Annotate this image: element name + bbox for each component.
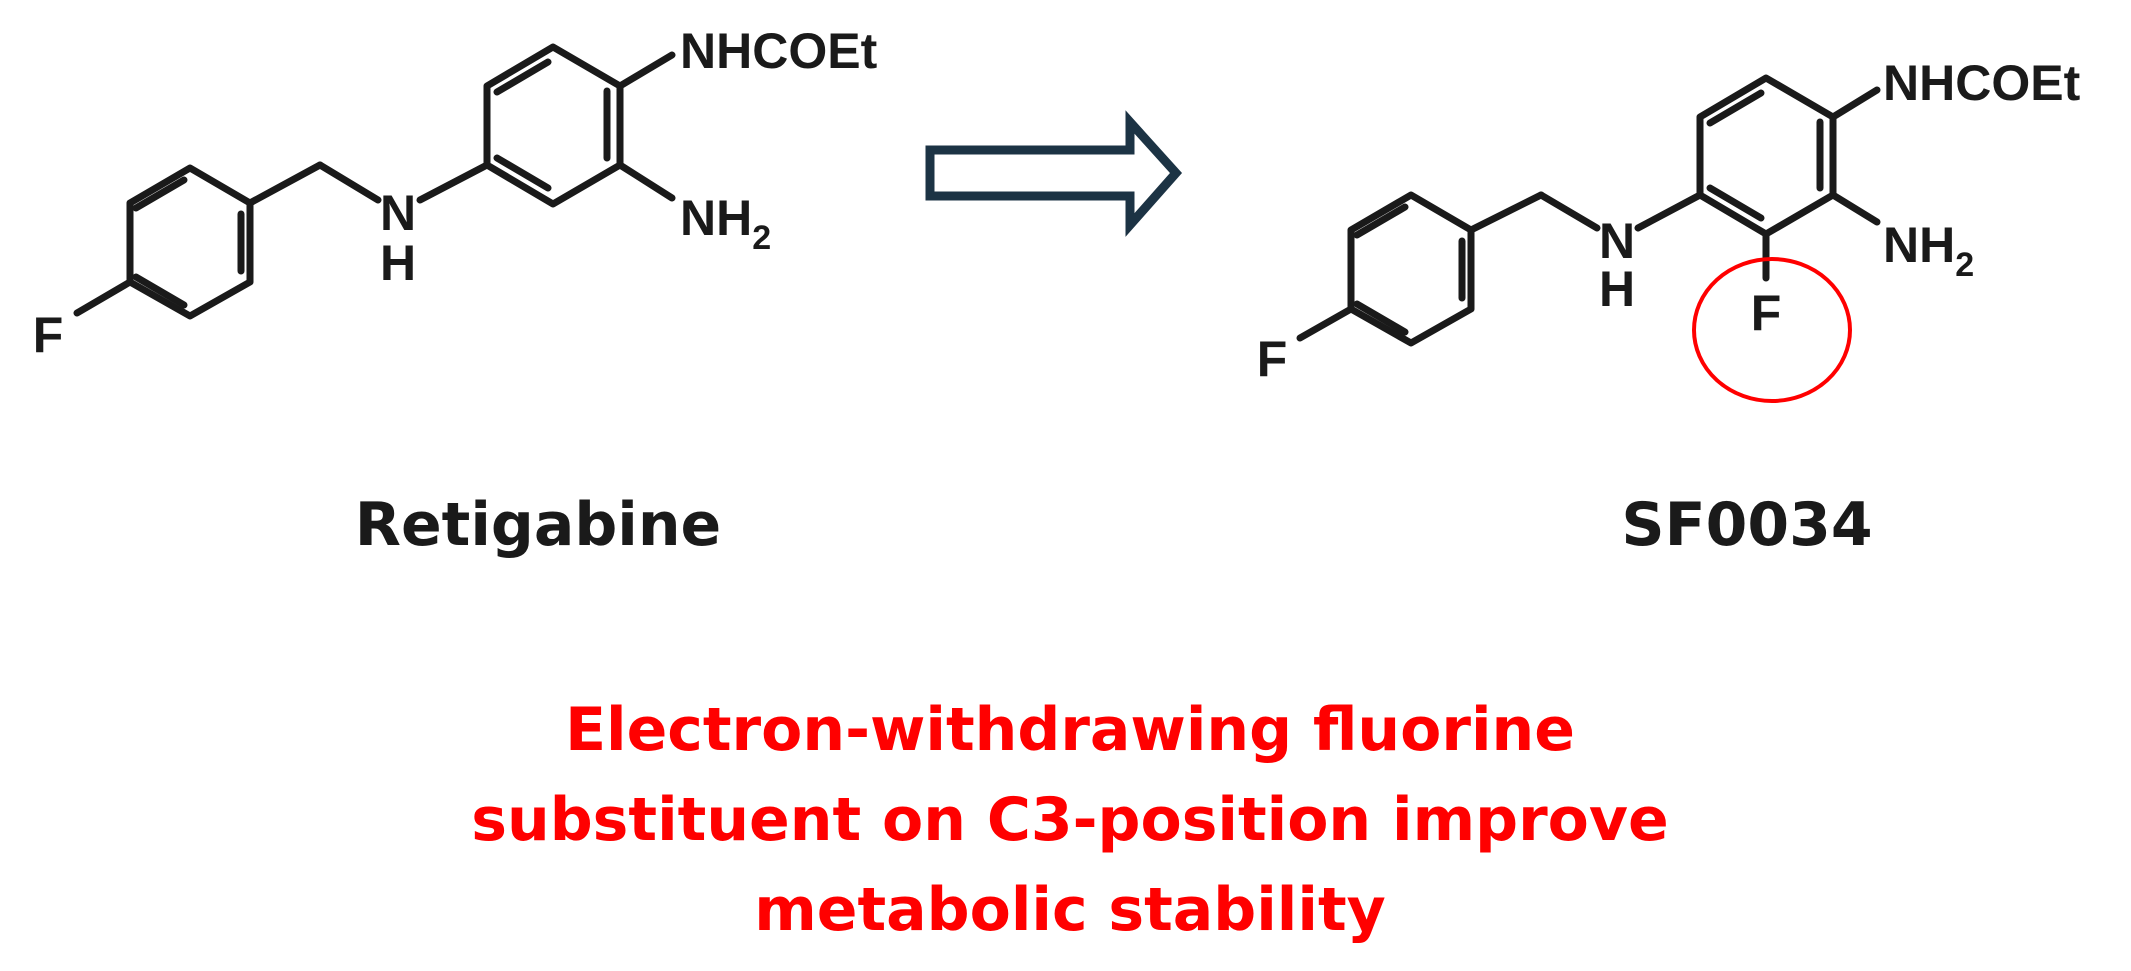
- retigabine-benzyl-bond: [246, 161, 324, 207]
- retigabine-nh2-label: NH2: [680, 190, 771, 257]
- sf0034-acylamine-bond: [1829, 86, 1881, 121]
- sf0034-fluorophenyl-ring: [1347, 191, 1475, 347]
- sf0034-nh2-subscript: 2: [1955, 246, 1974, 284]
- retigabine-n-label: N: [380, 185, 416, 241]
- sf0034-cf-bond: [1296, 305, 1355, 342]
- fluorine-highlight-circle: [1692, 257, 1852, 403]
- retigabine-fluorophenyl-ring: [126, 164, 254, 320]
- caption-line-1: Electron-withdrawing fluorine: [565, 695, 1575, 765]
- caption-line-2: substituent on C3-position improve: [471, 785, 1669, 855]
- retigabine-central-double-bond: [493, 154, 552, 192]
- sf0034-n-aryl-bond: [1634, 191, 1704, 232]
- retigabine-fluorine-label: F: [33, 307, 64, 363]
- caption-text: Electron-withdrawing fluorine substituen…: [470, 685, 1670, 955]
- retigabine-nh2-main: NH: [680, 190, 752, 246]
- sf0034-nh2-bond: [1829, 191, 1881, 226]
- hollow-arrow-icon: [925, 110, 1183, 237]
- sf0034-ch2-n-bond: [1537, 191, 1601, 232]
- sf0034-h-label: H: [1599, 261, 1635, 317]
- retigabine-h-label: H: [380, 235, 416, 291]
- sf0034-structure: NHCOEt N H NH2 F F: [1257, 55, 2081, 403]
- retigabine-central-double-bond: [493, 58, 552, 96]
- sf0034-nh2-label: NH2: [1883, 217, 1974, 284]
- sf0034-fluorophenyl-double-bond: [1353, 203, 1409, 239]
- sf0034-central-double-bond: [1706, 89, 1765, 127]
- sf0034-fluorine-label: F: [1257, 331, 1288, 387]
- sf0034-central-double-bond: [1706, 184, 1765, 222]
- transformation-arrow: [925, 110, 1183, 237]
- retigabine-cf-bond: [73, 278, 134, 317]
- retigabine-nh2-bond: [616, 161, 676, 202]
- retigabine-fluorophenyl-double-bond: [132, 273, 188, 309]
- sf0034-ring-fluorine-label: F: [1751, 285, 1782, 341]
- sf0034-nhcoet-label: NHCOEt: [1883, 55, 2081, 111]
- retigabine-n-aryl-bond: [416, 161, 491, 204]
- retigabine-nh2-subscript: 2: [752, 219, 771, 257]
- retigabine-acylamine-bond: [616, 51, 676, 90]
- retigabine-name: Retigabine: [354, 490, 722, 560]
- retigabine-ch2-n-bond: [316, 161, 382, 204]
- sf0034-name: SF0034: [1621, 490, 1873, 560]
- retigabine-nhcoet-label: NHCOEt: [680, 23, 878, 79]
- caption-line-3: metabolic stability: [754, 875, 1386, 945]
- sf0034-fluorophenyl-double-bond: [1353, 300, 1409, 336]
- retigabine-structure: NHCOEt N H NH2 F: [33, 23, 878, 363]
- retigabine-central-ring: [483, 43, 624, 208]
- sf0034-central-ring: [1696, 74, 1837, 238]
- sf0034-nh2-main: NH: [1883, 217, 1955, 273]
- retigabine-fluorophenyl-double-bond: [132, 176, 188, 212]
- sf0034-n-label: N: [1599, 213, 1635, 269]
- sf0034-benzyl-bond: [1467, 191, 1545, 234]
